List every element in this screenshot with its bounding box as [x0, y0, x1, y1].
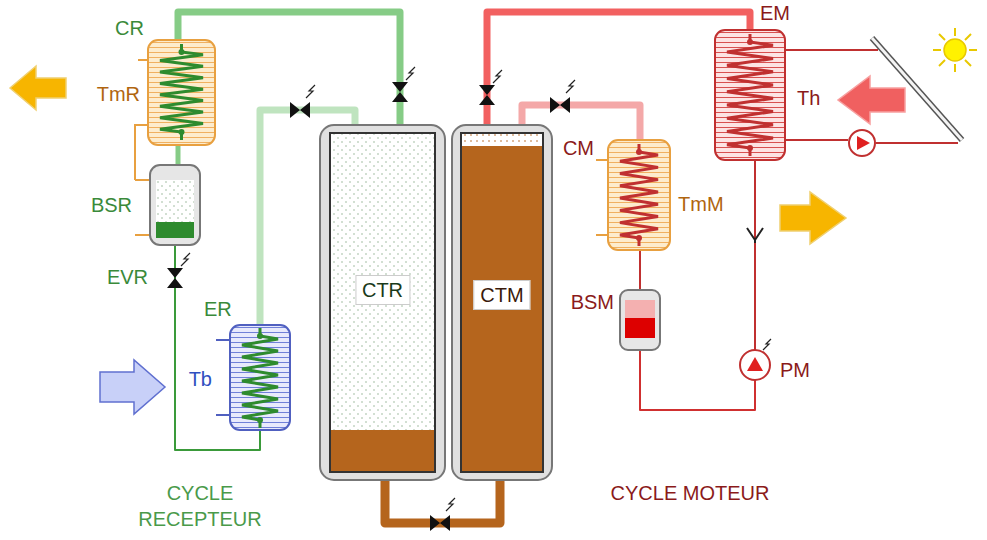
coil-end [179, 129, 185, 135]
coil-end [257, 417, 263, 423]
component: EMTh [715, 30, 785, 160]
component: CRTmR [148, 40, 215, 145]
valve-actuator [406, 67, 415, 80]
pipe [639, 250, 641, 290]
valve-actuator [181, 253, 190, 266]
valve-symbol [167, 268, 183, 288]
coil [727, 34, 773, 156]
component-label: TmR [97, 82, 140, 106]
component-label: BSM [571, 290, 614, 314]
pipe [754, 160, 756, 350]
component: BSR [150, 165, 200, 245]
valve-actuator [566, 80, 575, 93]
coil-end [747, 39, 753, 45]
valve-symbol [479, 85, 495, 105]
coil-end [179, 49, 185, 55]
coil-end [257, 333, 263, 339]
component-label: PM [780, 358, 810, 382]
coil [160, 44, 203, 140]
valve-actuator [493, 70, 502, 83]
component: ERTb [230, 325, 290, 430]
component-label: Th [797, 86, 820, 110]
valve-symbol [290, 102, 310, 118]
pipe [385, 480, 500, 523]
cycle-label: CYCLE RECEPTEUR [110, 480, 290, 532]
component-label: CTM [473, 280, 530, 310]
valve-symbol [392, 82, 408, 102]
component-label: CTR [355, 275, 410, 305]
component-label: CR [115, 16, 144, 40]
valve-symbol [550, 97, 570, 113]
pipe [640, 350, 755, 410]
component-label: BSR [91, 193, 132, 217]
component-label: ER [204, 297, 232, 321]
coil-end [747, 145, 753, 151]
coil [242, 328, 278, 428]
cycle-label: CYCLE MOTEUR [600, 480, 780, 506]
valve-symbol [430, 515, 450, 531]
component: PM [740, 350, 770, 380]
valve-label: EVR [78, 264, 148, 290]
component: BSM [620, 290, 660, 350]
coil-end [636, 149, 642, 155]
valve-actuator [306, 85, 315, 98]
coil-end [636, 235, 642, 241]
component-label: TmM [678, 192, 724, 216]
valve-actuator [446, 498, 455, 511]
pipe [176, 145, 181, 165]
component: CTR [320, 125, 445, 480]
component-label: CM [563, 136, 594, 160]
component: CTM [452, 125, 552, 480]
coil [620, 144, 658, 246]
component: CMTmM [608, 140, 670, 250]
component-label: EM [760, 1, 790, 25]
component-label: Tb [189, 367, 212, 391]
